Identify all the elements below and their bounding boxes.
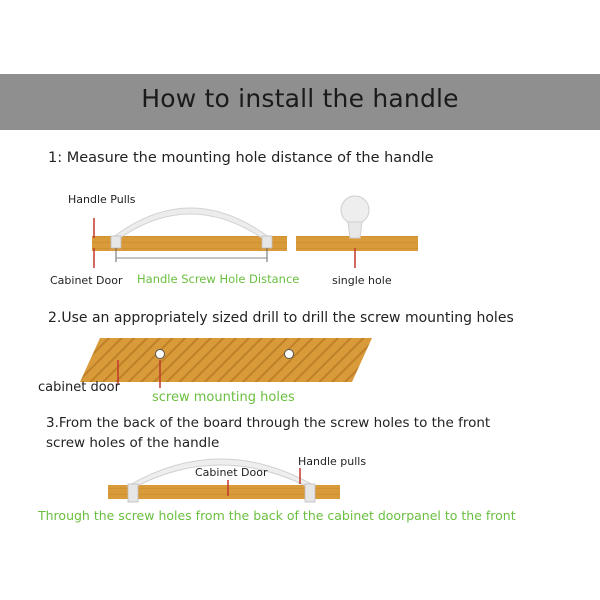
- screw-left-icon-2: [127, 483, 139, 503]
- knob-icon: [340, 195, 370, 225]
- mounting-hole-left: [155, 349, 165, 359]
- mounting-hole-right: [284, 349, 294, 359]
- step1-handle-board-group: [92, 207, 287, 268]
- label-cabinet-door: Cabinet Door: [50, 274, 123, 287]
- step-3-text-line1: 3.From the back of the board through the…: [46, 415, 491, 431]
- label-single-hole: single hole: [332, 274, 392, 287]
- page-title: How to install the handle: [141, 84, 459, 113]
- screw-left-icon: [110, 235, 122, 249]
- step-2-text: 2.Use an appropriately sized drill to dr…: [48, 310, 514, 326]
- label-screw-mounting-holes: screw mounting holes: [152, 390, 295, 405]
- label-handle-pulls: Handle Pulls: [68, 193, 136, 206]
- step1-single-hole-group: [296, 195, 418, 268]
- screw-right-icon-2: [304, 483, 316, 503]
- step2-board-group: [80, 338, 372, 388]
- label-cabinet-door-2: cabinet door: [38, 380, 120, 395]
- step3-board-group: [108, 458, 340, 503]
- step1-board-2: [296, 236, 418, 251]
- screw-right-icon: [261, 235, 273, 249]
- title-bar: [0, 74, 600, 130]
- label-cabinet-door-3: Cabinet Door: [195, 466, 268, 479]
- step3-board: [108, 485, 340, 499]
- step-1-text: 1: Measure the mounting hole distance of…: [48, 150, 434, 166]
- step-3-text-line2: screw holes of the handle: [46, 435, 220, 451]
- handle-pull-icon: [110, 207, 272, 239]
- step1-board: [92, 236, 287, 251]
- label-handle-screw-hole-distance: Handle Screw Hole Distance: [137, 272, 300, 286]
- label-handle-pulls-2: Handle pulls: [298, 455, 367, 468]
- step2-board: [80, 338, 372, 382]
- label-through-screw-holes: Through the screw holes from the back of…: [38, 508, 516, 523]
